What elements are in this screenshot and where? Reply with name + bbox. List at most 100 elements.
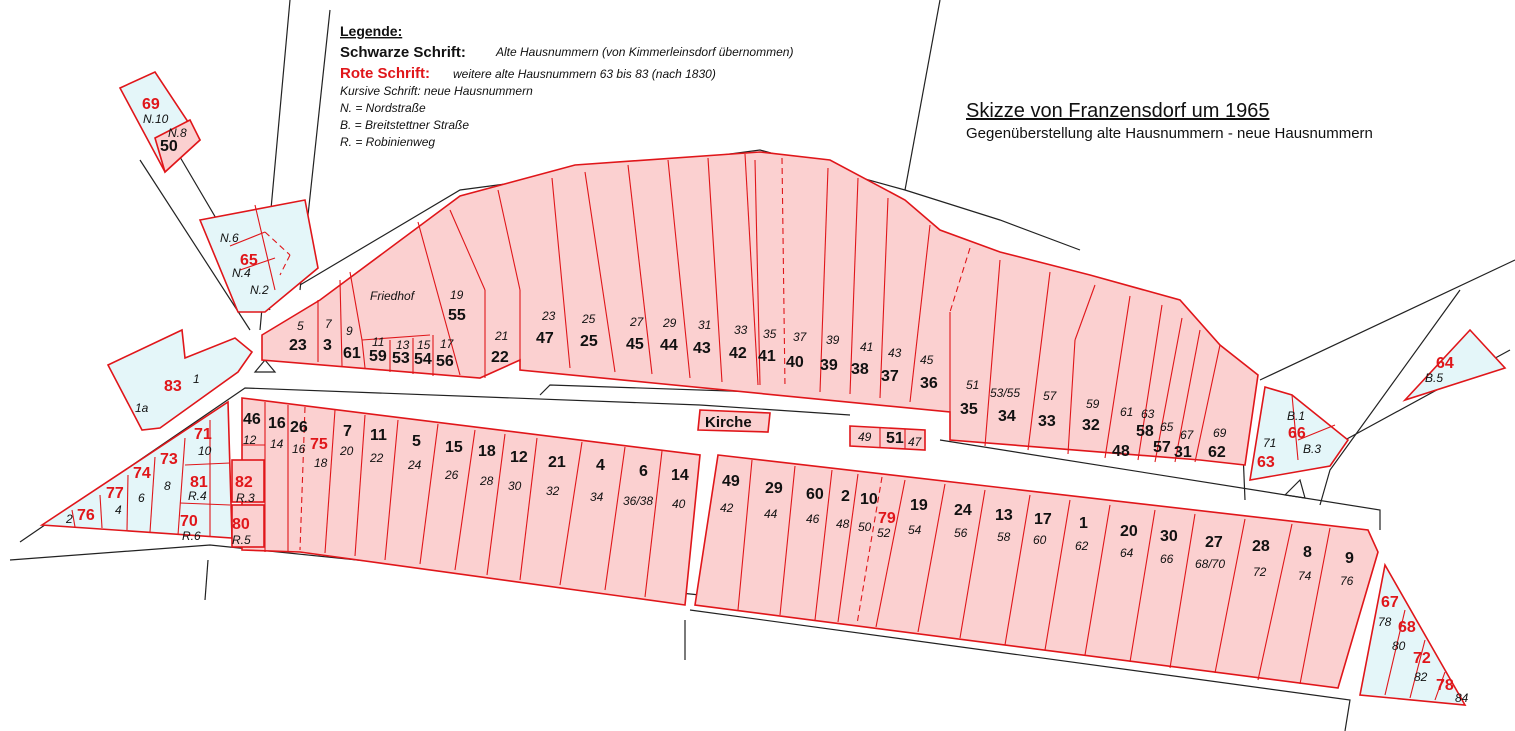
house-number-e13: 13 — [995, 507, 1013, 524]
later-parcel-dividers — [71, 118, 1446, 701]
house-number-t59: 59 — [369, 348, 387, 365]
house-number-wR4: R.4 — [188, 489, 207, 503]
house-number-t63: 63 — [1141, 407, 1155, 421]
house-number-t59n: 59 — [1086, 397, 1100, 411]
house-number-e44: 44 — [764, 507, 778, 521]
house-number-w8: 8 — [164, 479, 171, 493]
house-number-t56: 56 — [436, 353, 454, 370]
legend-black-key: Schwarze Schrift: — [340, 44, 466, 61]
map-subtitle: Gegenüberstellung alte Hausnummern - neu… — [966, 125, 1373, 142]
house-number-e19: 19 — [910, 497, 928, 514]
house-number-t37o: 37 — [881, 368, 899, 385]
house-number-e10: 10 — [860, 491, 878, 508]
house-number-t39: 39 — [826, 333, 840, 347]
house-number-e28: 28 — [1252, 538, 1270, 555]
house-number-t23n: 23 — [541, 309, 556, 323]
house-number-t37: 37 — [793, 330, 808, 344]
house-number-lN10: N.10 — [143, 112, 169, 126]
house-number-bB3: B.3 — [1303, 442, 1321, 456]
house-number-t67: 67 — [1180, 428, 1195, 442]
house-number-m26n: 26 — [444, 468, 459, 482]
house-number-w81: 81 — [190, 474, 208, 491]
house-number-t43: 43 — [693, 340, 711, 357]
house-number-t17: 17 — [440, 337, 455, 351]
house-number-e72: 72 — [1253, 565, 1267, 579]
house-number-t40: 40 — [786, 354, 804, 371]
house-number-t44: 44 — [660, 337, 678, 354]
house-number-m3638: 36/38 — [623, 494, 653, 508]
house-number-e30: 30 — [1160, 528, 1178, 545]
legend-abbr-r: R. = Robinienweg — [340, 135, 435, 149]
house-number-t45n: 45 — [920, 353, 934, 367]
house-number-t54: 54 — [414, 351, 432, 368]
house-number-e49: 49 — [722, 473, 740, 490]
house-number-e54: 54 — [908, 523, 922, 537]
house-number-e60n: 60 — [1033, 533, 1047, 547]
house-number-m82: 82 — [235, 474, 253, 491]
house-number-s68: 68 — [1398, 619, 1416, 636]
house-number-m12o: 12 — [510, 449, 528, 466]
house-number-t25: 25 — [580, 333, 598, 350]
house-number-t51: 51 — [966, 378, 979, 392]
house-number-s82: 82 — [1414, 670, 1428, 684]
house-number-t36: 36 — [920, 375, 938, 392]
house-number-b63: 63 — [1257, 454, 1275, 471]
house-number-t33o: 33 — [1038, 413, 1056, 430]
house-number-e76: 76 — [1340, 574, 1354, 588]
house-number-e60: 60 — [806, 486, 824, 503]
house-number-church47: 47 — [908, 435, 923, 449]
house-number-m24: 24 — [407, 458, 422, 472]
house-number-m15: 15 — [445, 439, 463, 456]
house-number-t35: 35 — [763, 327, 777, 341]
house-number-s80: 80 — [1392, 639, 1406, 653]
house-number-m11: 11 — [370, 427, 387, 444]
house-number-t34: 34 — [998, 408, 1016, 425]
house-number-w76: 76 — [77, 507, 95, 524]
house-number-t69: 69 — [1213, 426, 1227, 440]
house-number-m34: 34 — [590, 490, 604, 504]
house-number-w71: 71 — [194, 426, 212, 443]
house-number-m14o: 14 — [671, 467, 689, 484]
south-parcel-block — [694, 454, 1379, 689]
house-number-l83: 83 — [164, 378, 182, 395]
house-number-t19: 19 — [450, 288, 464, 302]
parcel-west-block — [39, 400, 233, 539]
legend-italic-text: Kursive Schrift: neue Hausnummern — [340, 84, 533, 98]
house-number-t58: 58 — [1136, 423, 1154, 440]
house-number-s67: 67 — [1381, 594, 1399, 611]
road-lines — [9, 0, 1515, 731]
house-number-t47: 47 — [536, 330, 554, 347]
house-number-t31: 31 — [698, 318, 711, 332]
parcel-65 — [198, 199, 319, 313]
legend-heading: Legende: — [340, 23, 402, 39]
south-parcel-dividers — [737, 459, 1331, 685]
parcel-66 — [1249, 385, 1350, 481]
house-number-m32: 32 — [546, 484, 560, 498]
house-number-l1: 1 — [193, 372, 200, 386]
house-number-t31o: 31 — [1174, 444, 1192, 461]
house-number-lN8: N.8 — [168, 126, 187, 140]
house-number-t39o: 39 — [820, 357, 838, 374]
legend-red-text: weitere alte Hausnummern 63 bis 83 (nach… — [453, 67, 716, 81]
house-number-e24: 24 — [954, 502, 972, 519]
legend: Legende: Schwarze Schrift: Alte Hausnumm… — [340, 23, 793, 149]
parcel-83 — [106, 328, 254, 431]
house-number-t42: 42 — [729, 345, 747, 362]
parcel-southeast-block — [1359, 562, 1467, 706]
house-number-t9: 9 — [346, 324, 353, 338]
house-number-t25n: 25 — [581, 312, 596, 326]
house-number-t3: 3 — [323, 337, 332, 354]
house-number-e62: 62 — [1075, 539, 1089, 553]
house-number-w77: 77 — [106, 485, 124, 502]
house-number-t41n: 41 — [860, 340, 873, 354]
house-number-e27: 27 — [1205, 534, 1223, 551]
church-plots — [849, 425, 926, 451]
house-number-m18: 18 — [314, 456, 328, 470]
house-number-m22: 22 — [369, 451, 384, 465]
house-number-m16: 16 — [268, 415, 286, 432]
house-number-m16n: 16 — [292, 442, 306, 456]
house-number-e46: 46 — [806, 512, 820, 526]
church-building — [697, 409, 771, 433]
house-number-t11: 11 — [372, 335, 384, 349]
house-number-e50: 50 — [858, 520, 872, 534]
